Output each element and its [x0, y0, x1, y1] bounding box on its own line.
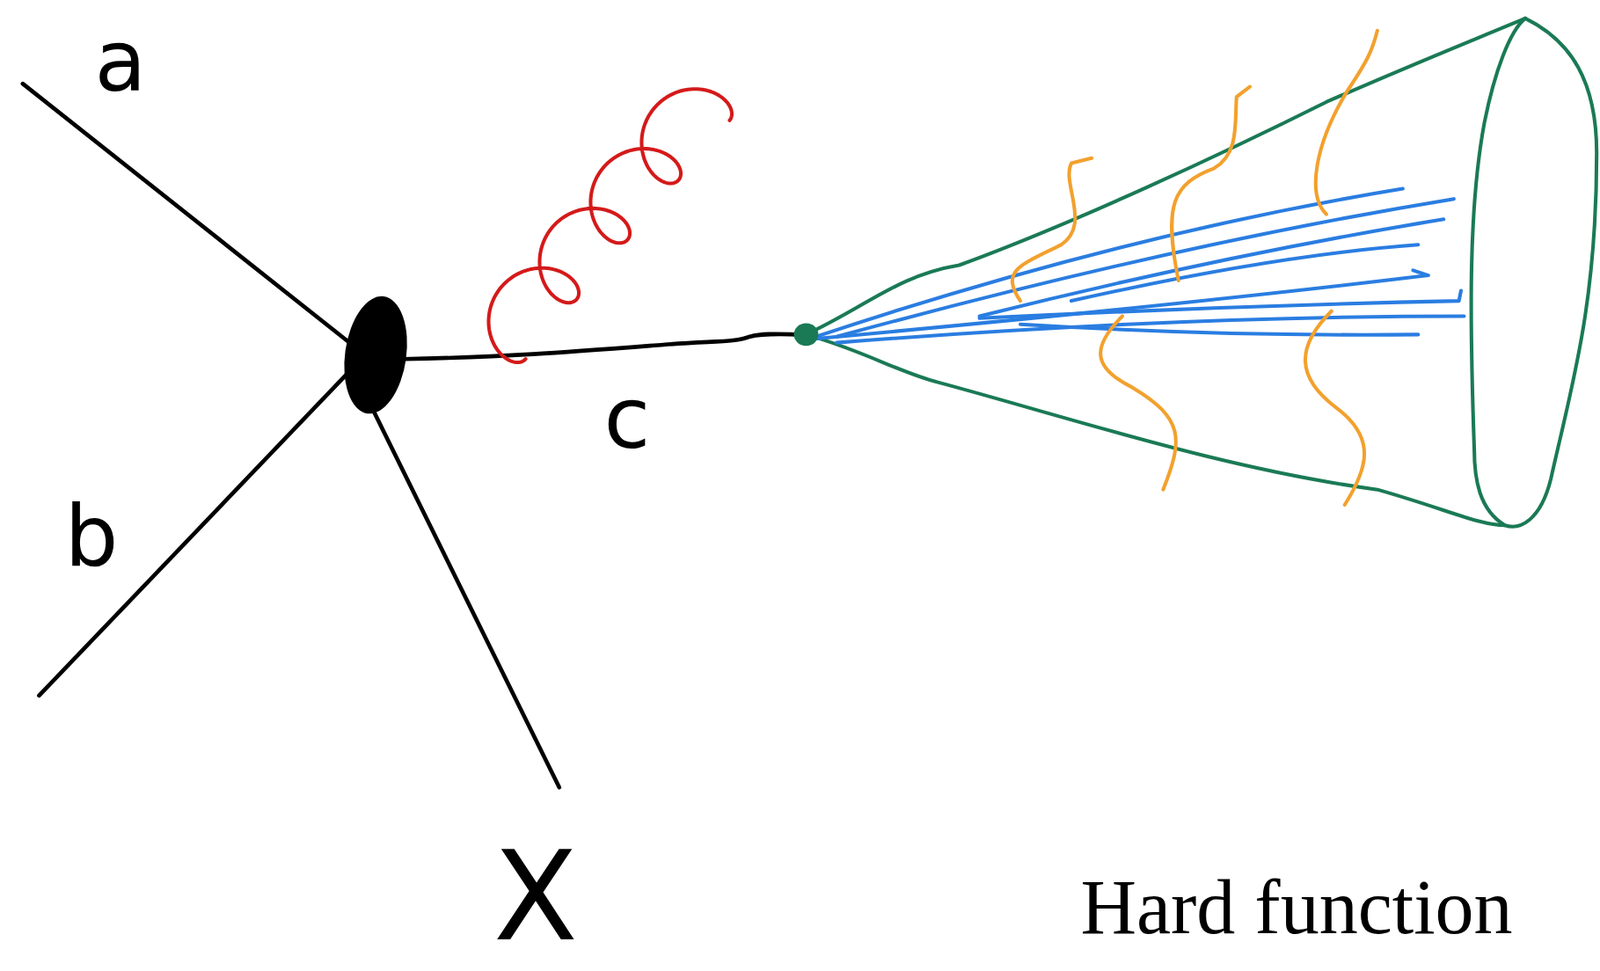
particle-label: a	[94, 19, 147, 104]
jet-cone-cap	[1471, 18, 1598, 527]
jet-cone	[805, 18, 1526, 335]
caption-label: Hard function	[1080, 869, 1513, 947]
hard-vertex	[336, 292, 415, 418]
collinear-particles	[816, 189, 1464, 344]
particle-label: X	[493, 835, 578, 959]
soft-radiation	[1012, 30, 1378, 505]
particle-label: b	[65, 494, 119, 579]
jet-vertex	[794, 323, 819, 347]
gluon-line	[488, 88, 732, 363]
particle-line	[22, 83, 807, 788]
particle-label: c	[604, 376, 651, 461]
jet-cone	[805, 334, 1505, 526]
